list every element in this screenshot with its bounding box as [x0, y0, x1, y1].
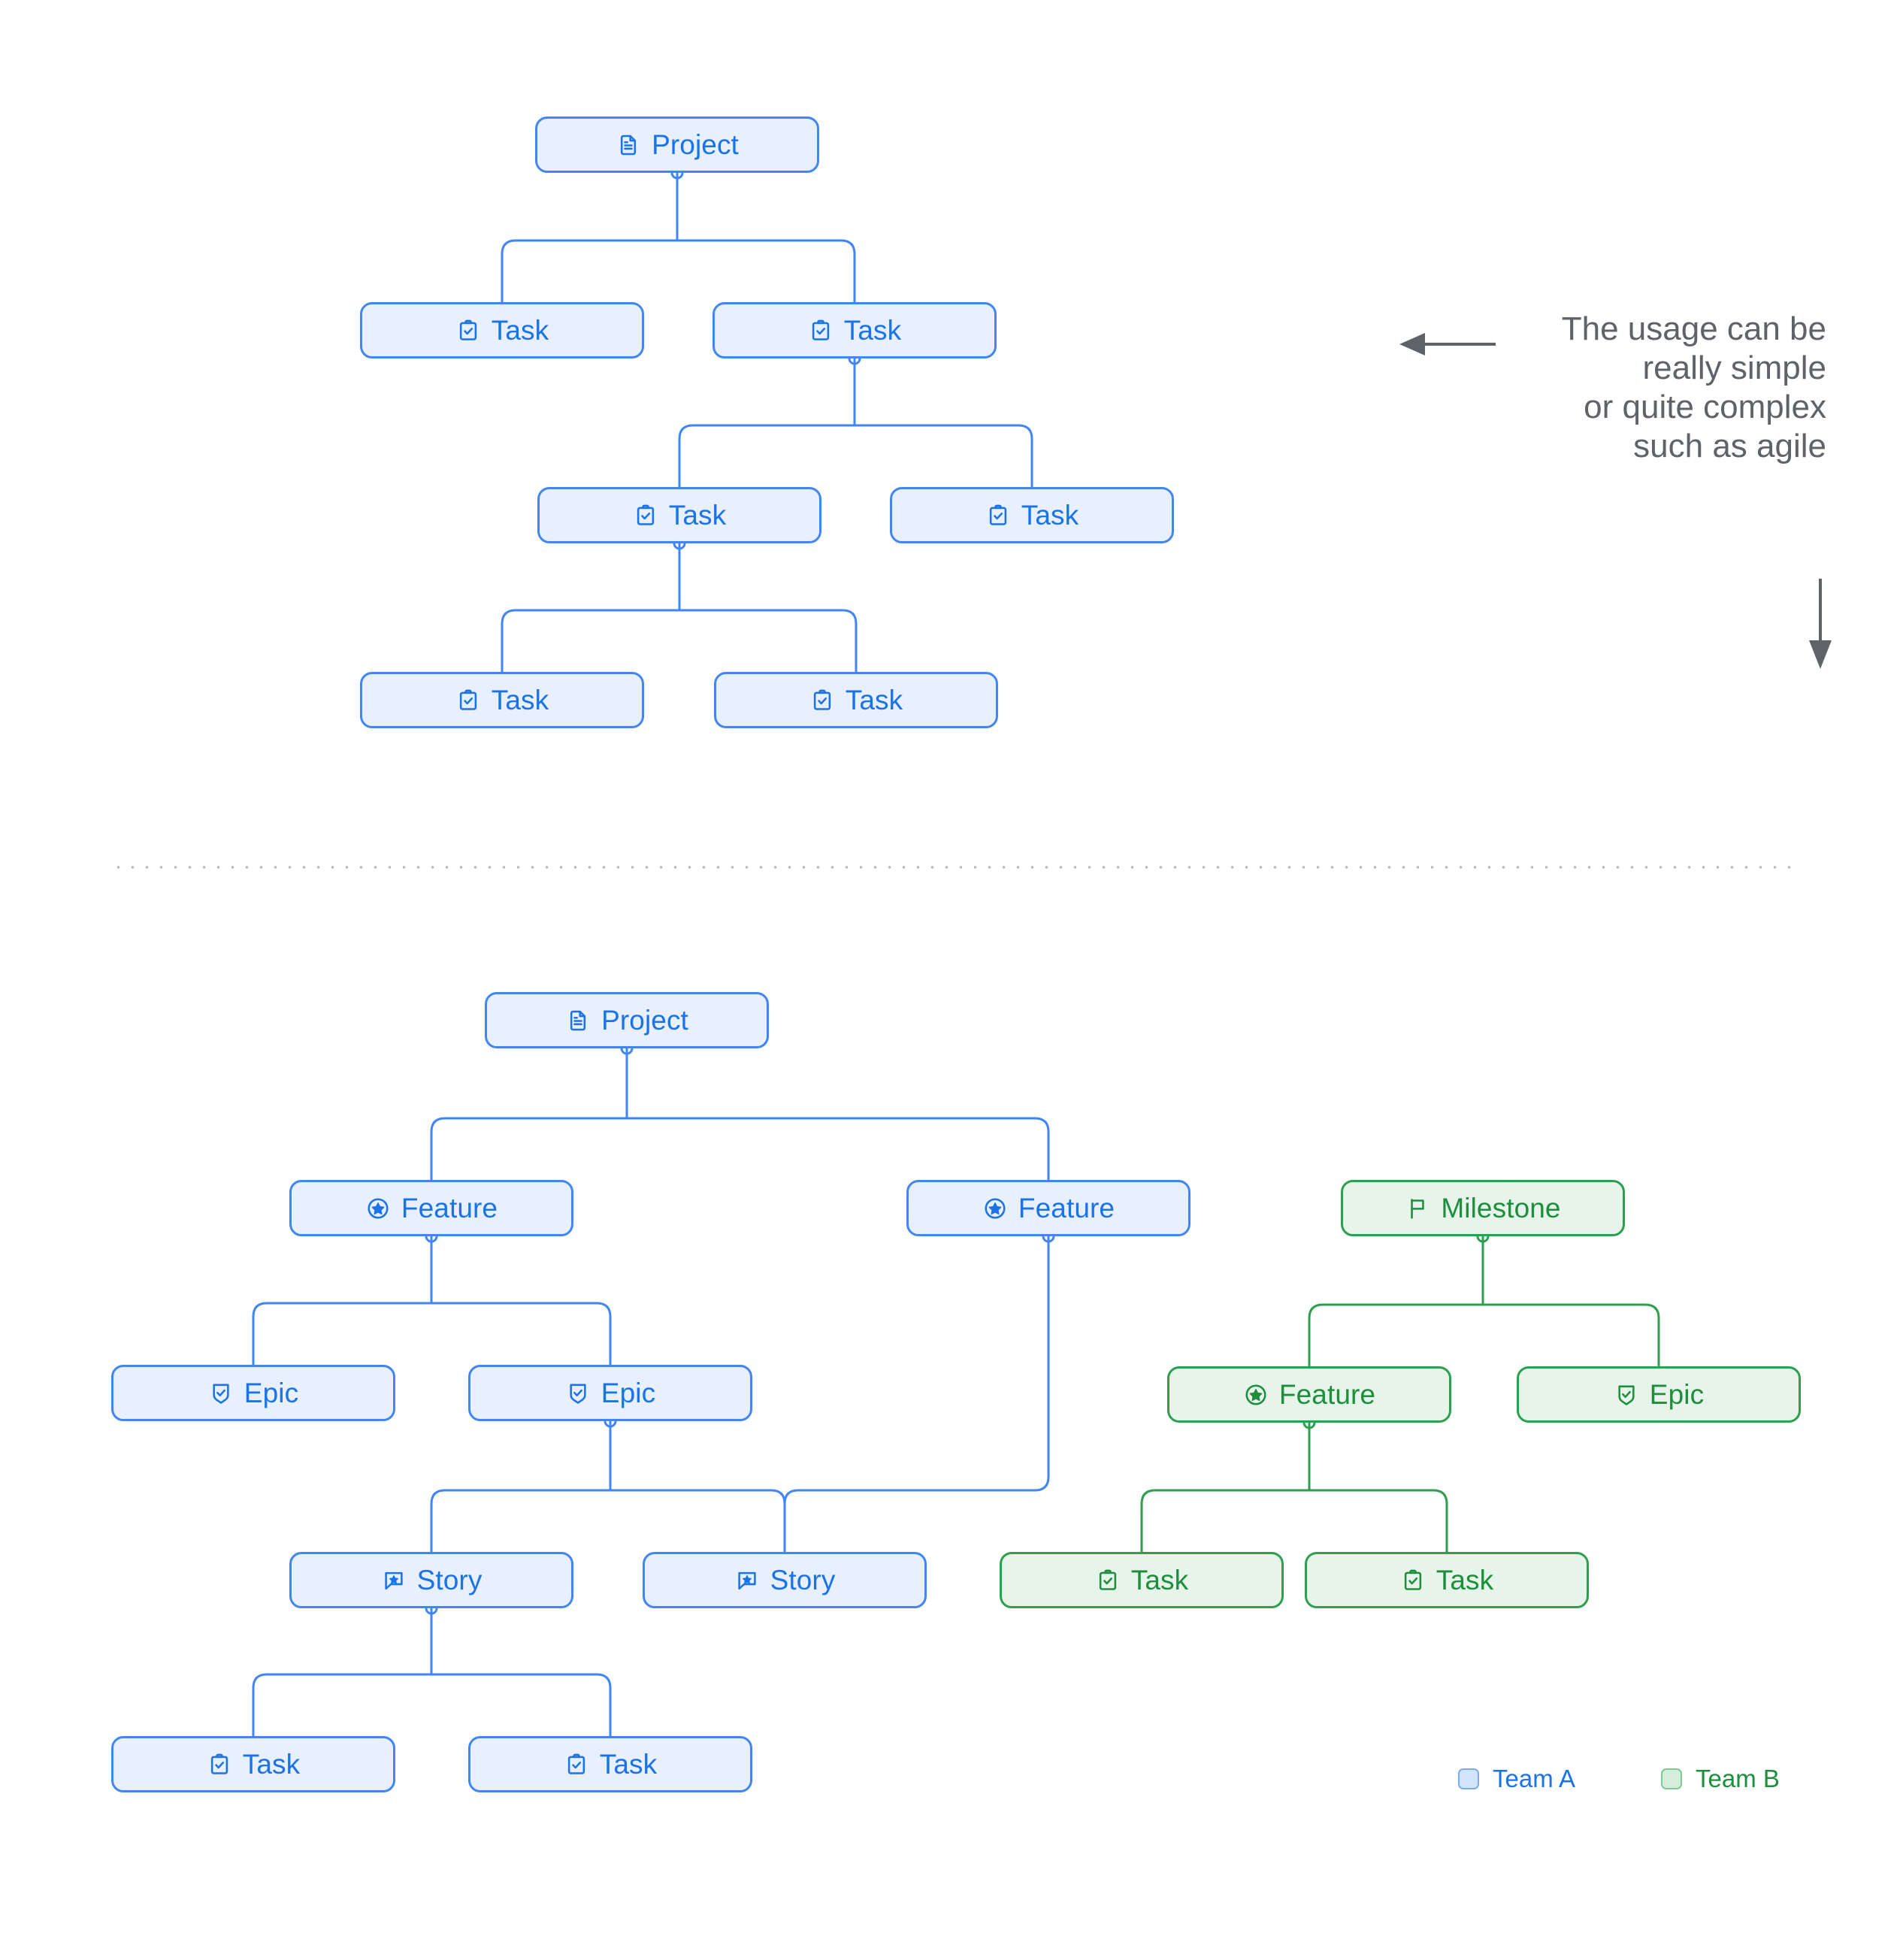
story-bubble-icon: [381, 1568, 407, 1593]
legend-label-team-b: Team B: [1696, 1765, 1780, 1792]
node-task[interactable]: Task: [1000, 1552, 1284, 1608]
node-task[interactable]: Task: [1305, 1552, 1589, 1608]
story-bubble-icon: [734, 1568, 760, 1593]
milestone-flag-icon: [1405, 1196, 1430, 1221]
feature-star-icon: [1243, 1382, 1269, 1408]
task-clipboard-icon: [1095, 1568, 1121, 1593]
connector-bus: [501, 239, 856, 255]
node-label: Task: [1130, 1565, 1189, 1596]
legend-item-team-b[interactable]: Team B: [1661, 1765, 1780, 1793]
epic-shield-icon: [1614, 1382, 1639, 1408]
node-label: Story: [416, 1565, 483, 1596]
node-feature[interactable]: Feature: [289, 1180, 573, 1236]
node-feature[interactable]: Feature: [906, 1180, 1191, 1236]
legend: Team A Team B: [1458, 1765, 1811, 1807]
legend-label-team-a: Team A: [1493, 1765, 1576, 1792]
task-clipboard-icon: [809, 688, 835, 713]
node-project[interactable]: Project: [485, 992, 769, 1048]
node-epic[interactable]: Epic: [1517, 1366, 1801, 1423]
task-clipboard-icon: [207, 1752, 232, 1777]
connector-bus: [430, 1117, 1050, 1133]
node-epic[interactable]: Epic: [468, 1365, 752, 1421]
node-project[interactable]: Project: [535, 116, 819, 173]
feature-star-icon: [365, 1196, 391, 1221]
node-story[interactable]: Story: [289, 1552, 573, 1608]
node-label: Task: [1436, 1565, 1494, 1596]
node-label: Task: [599, 1749, 658, 1780]
legend-swatch-team-b: [1661, 1768, 1682, 1789]
node-feature[interactable]: Feature: [1167, 1366, 1451, 1423]
node-story[interactable]: Story: [643, 1552, 927, 1608]
node-label: Task: [845, 685, 903, 715]
task-clipboard-icon: [564, 1752, 589, 1777]
legend-item-team-a[interactable]: Team A: [1458, 1765, 1575, 1793]
node-label: Story: [770, 1565, 836, 1596]
node-label: Feature: [1018, 1193, 1115, 1223]
node-label: Task: [242, 1749, 301, 1780]
node-epic[interactable]: Epic: [111, 1365, 395, 1421]
node-task[interactable]: Task: [890, 487, 1174, 543]
document-icon: [616, 132, 641, 158]
node-label: Project: [652, 129, 739, 160]
node-task[interactable]: Task: [111, 1736, 395, 1792]
connector-bus: [430, 1489, 786, 1505]
task-clipboard-icon: [455, 318, 481, 343]
node-label: Task: [1021, 500, 1079, 531]
legend-swatch-team-a: [1458, 1768, 1479, 1789]
section-divider: [111, 866, 1798, 869]
node-milestone[interactable]: Milestone: [1341, 1180, 1625, 1236]
node-label: Feature: [401, 1193, 498, 1223]
node-label: Epic: [601, 1378, 656, 1408]
connector-bus: [1140, 1489, 1448, 1505]
node-task[interactable]: Task: [360, 672, 644, 728]
connector-line: [783, 1236, 1050, 1552]
connector-bus: [501, 609, 858, 625]
node-label: Task: [668, 500, 727, 531]
task-clipboard-icon: [455, 688, 481, 713]
feature-star-icon: [982, 1196, 1008, 1221]
annotation-block: The usage can be really simple or quite …: [1405, 310, 1826, 466]
arrow-down-icon: [1809, 579, 1832, 669]
node-label: Project: [601, 1005, 688, 1036]
node-label: Epic: [1649, 1379, 1705, 1410]
connector-bus: [678, 424, 1033, 440]
annotation-line-3: or quite complex: [1584, 388, 1826, 425]
task-clipboard-icon: [1400, 1568, 1426, 1593]
node-label: Milestone: [1441, 1193, 1561, 1223]
node-task[interactable]: Task: [537, 487, 821, 543]
node-task[interactable]: Task: [714, 672, 998, 728]
epic-shield-icon: [565, 1381, 591, 1406]
connector-bus: [1308, 1303, 1660, 1319]
task-clipboard-icon: [808, 318, 834, 343]
node-label: Task: [491, 315, 549, 346]
connector-bus: [252, 1673, 612, 1689]
node-task[interactable]: Task: [468, 1736, 752, 1792]
node-task[interactable]: Task: [360, 302, 644, 358]
annotation-line-2: really simple: [1642, 349, 1826, 386]
epic-shield-icon: [208, 1381, 234, 1406]
node-label: Task: [843, 315, 902, 346]
annotation-line-4: such as agile: [1633, 427, 1826, 464]
task-clipboard-icon: [633, 503, 658, 528]
node-label: Epic: [244, 1378, 299, 1408]
node-label: Task: [491, 685, 549, 715]
connector-bus: [252, 1302, 612, 1317]
annotation-line-1: The usage can be: [1561, 310, 1826, 347]
node-task[interactable]: Task: [712, 302, 997, 358]
node-label: Feature: [1278, 1379, 1376, 1410]
document-icon: [565, 1008, 591, 1033]
task-clipboard-icon: [985, 503, 1011, 528]
